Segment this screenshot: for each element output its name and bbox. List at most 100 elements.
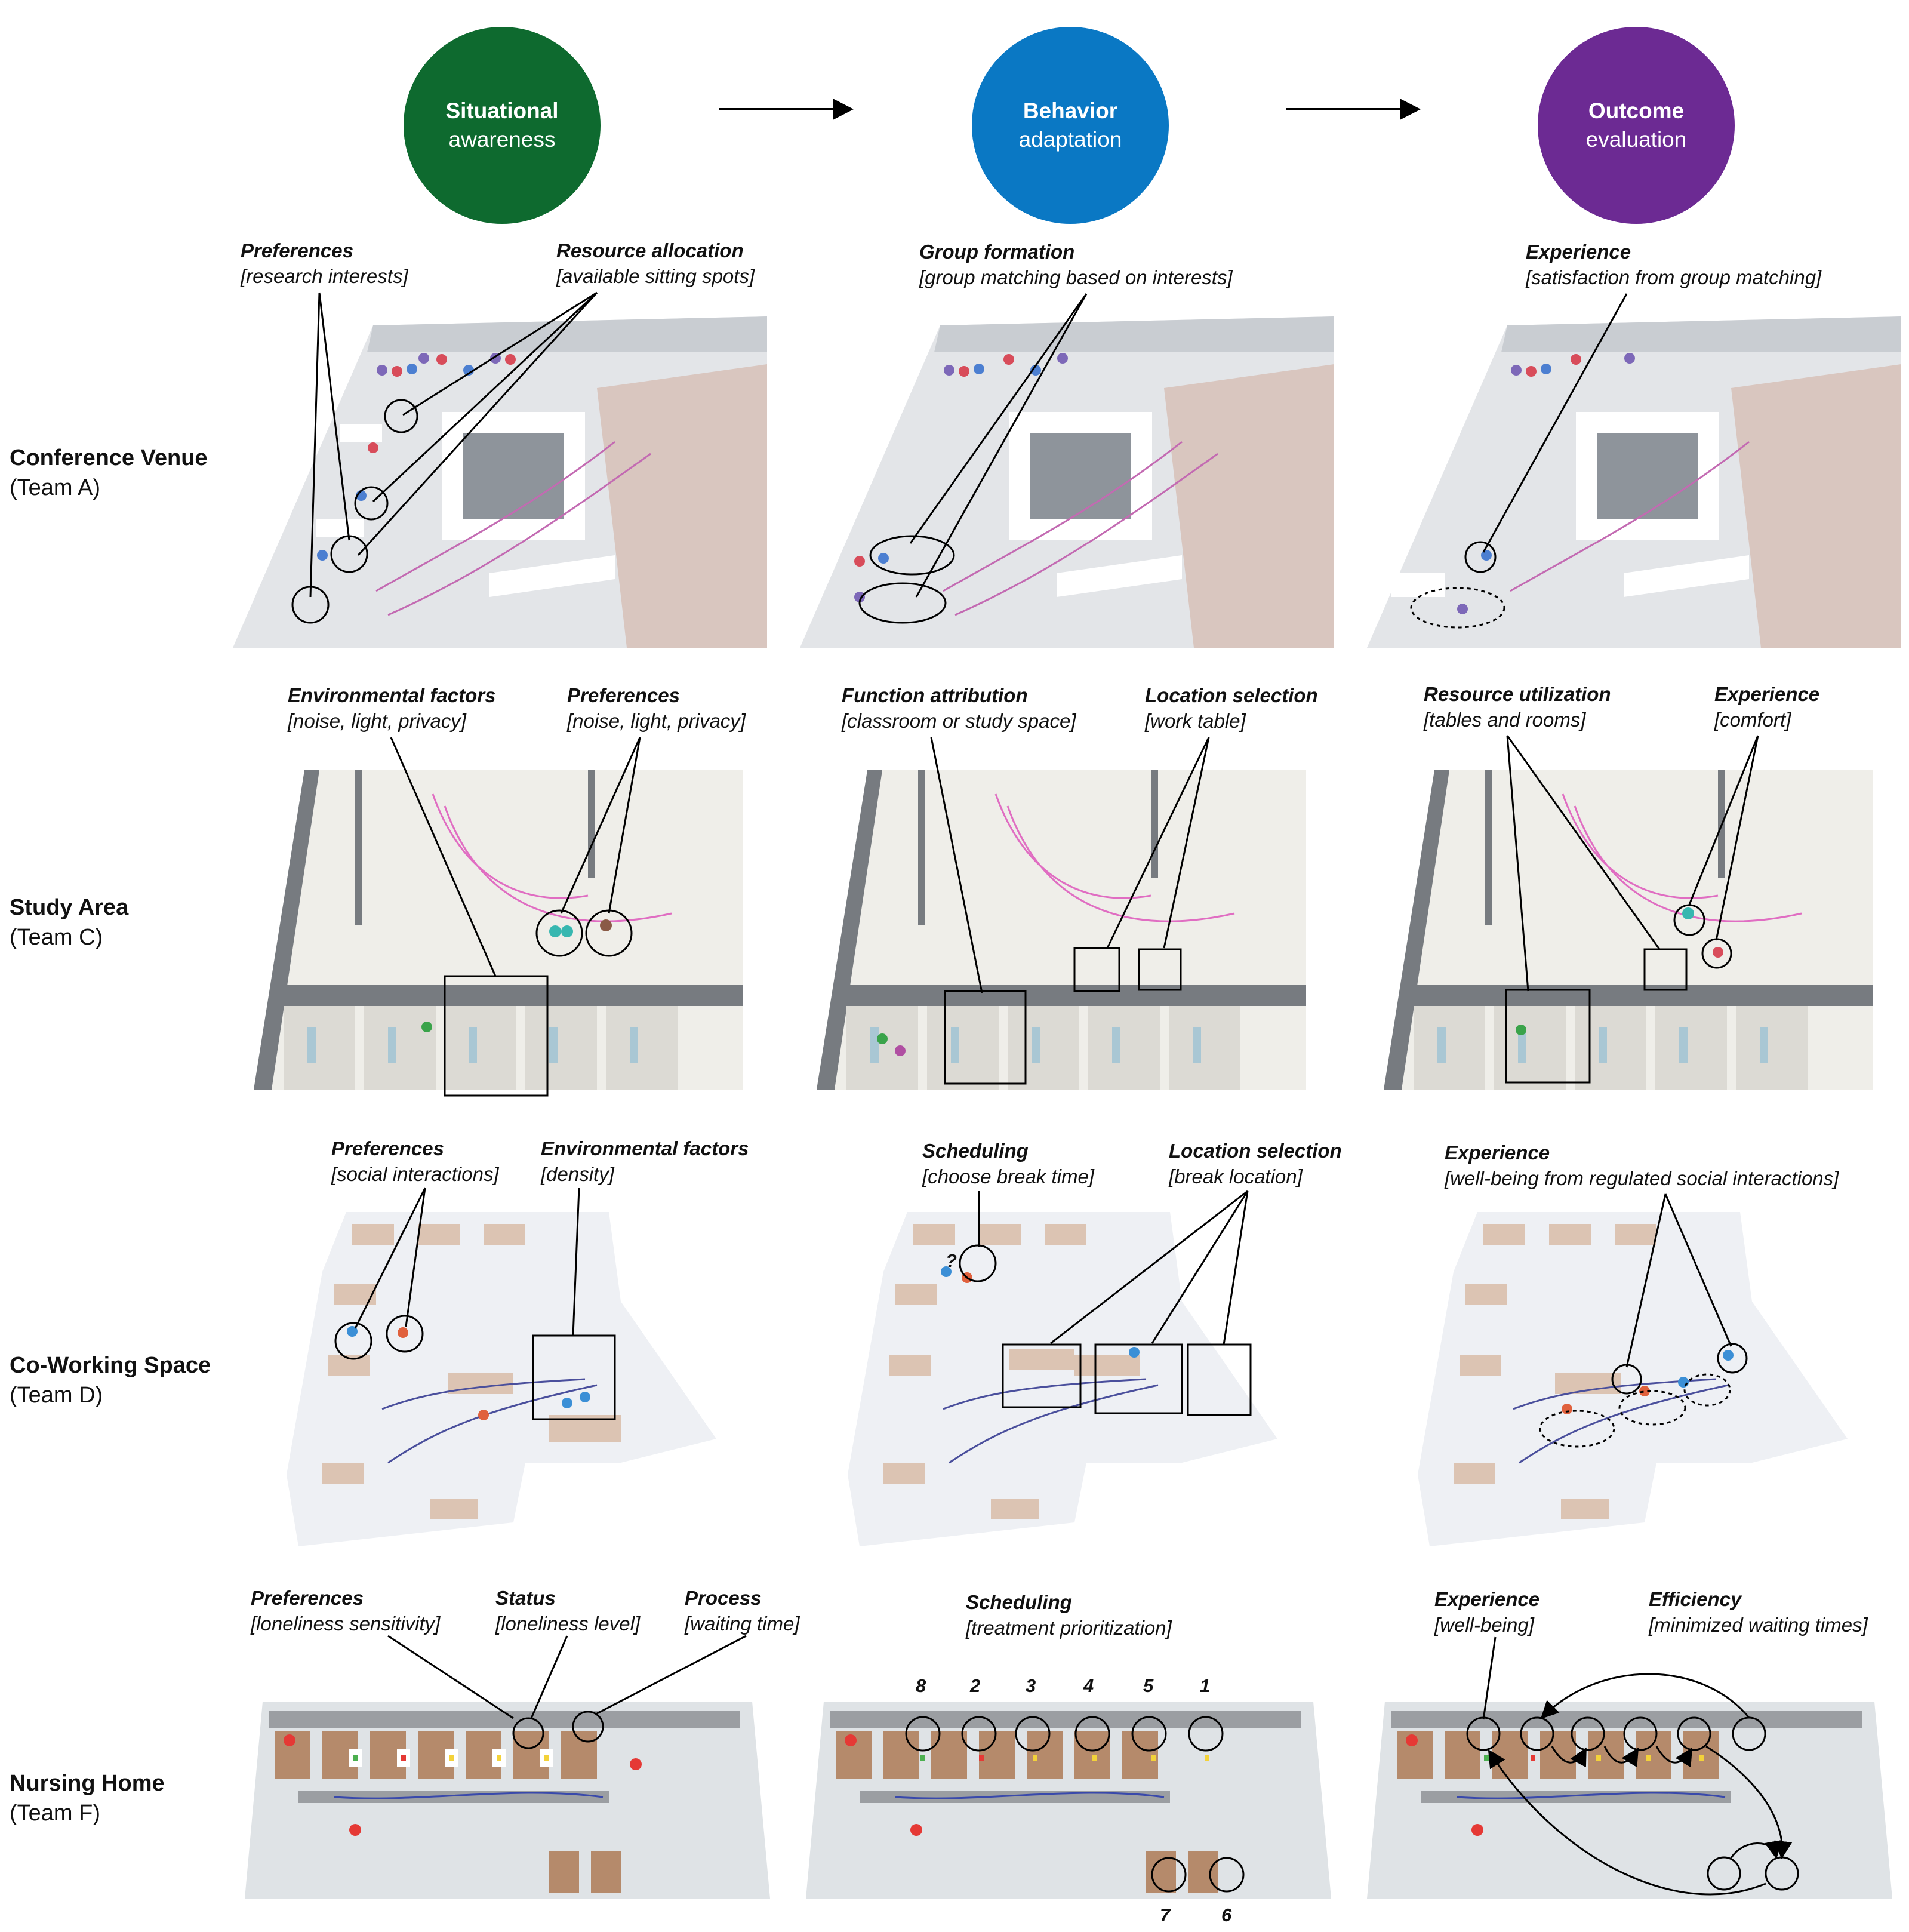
annotation-title: Group formation bbox=[919, 241, 1075, 263]
stage-subtitle: awareness bbox=[448, 127, 556, 152]
co-working-floorplan-1 bbox=[287, 1212, 716, 1546]
annotation-resource-allocation: Resource allocation [available sitting s… bbox=[556, 238, 755, 289]
annotation-preferences-loneliness: Preferences [loneliness sensitivity] bbox=[251, 1585, 440, 1636]
annotation-detail: [research interests] bbox=[241, 265, 408, 287]
row-label-co-working-space: Co-Working Space (Team D) bbox=[10, 1350, 211, 1410]
annotation-experience-comfort: Experience [comfort] bbox=[1714, 681, 1819, 733]
annotation-detail: [satisfaction from group matching] bbox=[1526, 266, 1822, 288]
stage-subtitle: evaluation bbox=[1585, 127, 1687, 152]
annotation-detail: [well-being] bbox=[1434, 1614, 1534, 1636]
annotation-environmental-density: Environmental factors [density] bbox=[541, 1136, 749, 1187]
annotation-detail: [tables and rooms] bbox=[1424, 709, 1586, 731]
annotation-experience-group: Experience [satisfaction from group matc… bbox=[1526, 239, 1821, 290]
nursing-home-floorplan-2 bbox=[806, 1696, 1331, 1899]
stage-flow-arrows bbox=[719, 99, 1421, 120]
annotation-title: Location selection bbox=[1169, 1140, 1342, 1162]
nursing-home-markers bbox=[387, 1635, 1799, 1896]
annotation-efficiency: Efficiency [minimized waiting times] bbox=[1649, 1586, 1868, 1638]
annotation-process-waiting: Process [waiting time] bbox=[685, 1585, 800, 1636]
annotation-title: Preferences bbox=[331, 1137, 444, 1159]
stage-title: Behavior bbox=[1023, 99, 1118, 123]
annotation-scheduling-break: Scheduling [choose break time] bbox=[922, 1138, 1094, 1189]
annotation-group-formation: Group formation [group matching based on… bbox=[919, 239, 1233, 290]
conference-venue-floorplan-3 bbox=[1367, 316, 1901, 648]
annotation-title: Scheduling bbox=[966, 1591, 1072, 1613]
row-team: (Team C) bbox=[10, 925, 103, 950]
priority-number: 2 bbox=[970, 1675, 981, 1696]
stage-title: Situational bbox=[445, 99, 559, 123]
priority-number: 4 bbox=[1083, 1675, 1094, 1696]
annotation-detail: [break location] bbox=[1169, 1165, 1303, 1187]
stage-outcome-evaluation: Outcome evaluation bbox=[1538, 27, 1735, 224]
annotation-title: Resource allocation bbox=[556, 239, 744, 262]
stage-subtitle: adaptation bbox=[1018, 127, 1122, 152]
annotation-status-loneliness: Status [loneliness level] bbox=[495, 1585, 640, 1636]
annotation-detail: [available sitting spots] bbox=[556, 265, 755, 287]
annotation-title: Scheduling bbox=[922, 1140, 1029, 1162]
row-label-nursing-home: Nursing Home (Team F) bbox=[10, 1768, 165, 1828]
annotation-title: Environmental factors bbox=[288, 684, 496, 706]
co-working-floorplan-3 bbox=[1418, 1212, 1848, 1546]
annotation-detail: [minimized waiting times] bbox=[1649, 1614, 1868, 1636]
priority-number: 8 bbox=[916, 1675, 926, 1696]
annotation-title: Function attribution bbox=[842, 684, 1028, 706]
annotation-title: Status bbox=[495, 1587, 556, 1609]
annotation-detail: [work table] bbox=[1145, 710, 1246, 732]
annotation-detail: [loneliness sensitivity] bbox=[251, 1613, 441, 1635]
row-team: (Team F) bbox=[10, 1801, 100, 1826]
annotation-preferences-noise: Preferences [noise, light, privacy] bbox=[567, 682, 746, 734]
stage-behavior-adaptation: Behavior adaptation bbox=[972, 27, 1169, 224]
annotation-detail: [choose break time] bbox=[922, 1165, 1094, 1187]
annotation-title: Location selection bbox=[1145, 684, 1318, 706]
annotation-location-selection-table: Location selection [work table] bbox=[1145, 682, 1318, 734]
conference-venue-floorplan-1 bbox=[233, 316, 767, 648]
row-name: Conference Venue bbox=[10, 445, 208, 470]
row-team: (Team A) bbox=[10, 475, 101, 500]
row-label-study-area: Study Area (Team C) bbox=[10, 893, 128, 952]
annotation-location-selection-break: Location selection [break location] bbox=[1169, 1138, 1342, 1189]
annotation-scheduling-treatment: Scheduling [treatment prioritization] bbox=[966, 1589, 1172, 1641]
priority-number: 5 bbox=[1143, 1675, 1154, 1696]
annotation-detail: [density] bbox=[541, 1163, 614, 1185]
nursing-home-floorplan-1 bbox=[245, 1696, 770, 1899]
row-name: Co-Working Space bbox=[10, 1353, 211, 1378]
annotation-function-attribution: Function attribution [classroom or study… bbox=[842, 682, 1076, 734]
annotation-resource-utilization: Resource utilization [tables and rooms] bbox=[1424, 681, 1611, 733]
priority-number: 6 bbox=[1221, 1905, 1232, 1925]
annotation-title: Experience bbox=[1445, 1142, 1550, 1164]
conference-venue-markers bbox=[291, 291, 1628, 629]
co-working-floorplan-2 bbox=[848, 1212, 1277, 1546]
priority-number: 7 bbox=[1160, 1905, 1171, 1925]
priority-number: 3 bbox=[1026, 1675, 1036, 1696]
annotation-title: Experience bbox=[1714, 683, 1820, 705]
row-team: (Team D) bbox=[10, 1383, 103, 1408]
annotation-title: Preferences bbox=[567, 684, 680, 706]
annotation-detail: [well-being from regulated social intera… bbox=[1445, 1167, 1839, 1189]
annotation-title: Experience bbox=[1434, 1588, 1540, 1610]
annotation-title: Resource utilization bbox=[1424, 683, 1611, 705]
study-area-markers bbox=[390, 735, 1759, 1097]
row-label-conference-venue: Conference Venue (Team A) bbox=[10, 443, 208, 503]
stage-situational-awareness: Situational awareness bbox=[404, 27, 601, 224]
annotation-detail: [noise, light, privacy] bbox=[567, 710, 746, 732]
stage-title: Outcome bbox=[1588, 99, 1685, 123]
annotation-title: Environmental factors bbox=[541, 1137, 749, 1159]
annotation-experience-wellbeing-social: Experience [well-being from regulated so… bbox=[1445, 1140, 1839, 1191]
annotation-title: Preferences bbox=[251, 1587, 364, 1609]
annotation-detail: [group matching based on interests] bbox=[919, 266, 1233, 288]
annotation-detail: [treatment prioritization] bbox=[966, 1617, 1172, 1639]
annotation-environmental-factors: Environmental factors [noise, light, pri… bbox=[288, 682, 495, 734]
annotation-title: Process bbox=[685, 1587, 762, 1609]
study-area-floorplan-2 bbox=[817, 758, 1306, 1090]
annotation-title: Efficiency bbox=[1649, 1588, 1742, 1610]
annotation-preferences-social: Preferences [social interactions] bbox=[331, 1136, 499, 1187]
annotation-detail: [social interactions] bbox=[331, 1163, 499, 1185]
annotation-detail: [comfort] bbox=[1714, 709, 1791, 731]
question-mark: ? bbox=[946, 1250, 957, 1271]
priority-number: 1 bbox=[1200, 1675, 1211, 1696]
annotation-experience-wellbeing: Experience [well-being] bbox=[1434, 1586, 1539, 1638]
annotation-detail: [waiting time] bbox=[685, 1613, 800, 1635]
annotation-title: Preferences bbox=[241, 239, 353, 262]
annotation-detail: [classroom or study space] bbox=[842, 710, 1076, 732]
